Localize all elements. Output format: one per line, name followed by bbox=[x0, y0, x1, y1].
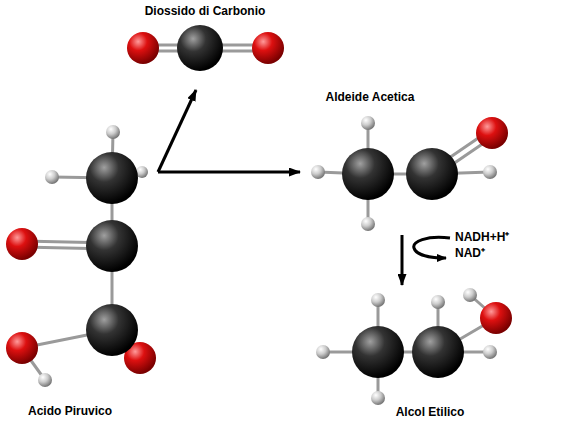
oxygen-atom bbox=[6, 332, 38, 364]
carbon-atom bbox=[86, 220, 138, 272]
oxygen-atom bbox=[480, 302, 512, 334]
carbon-atom bbox=[342, 148, 394, 200]
oxygen-atom bbox=[127, 32, 159, 64]
hydrogen-atom bbox=[106, 125, 120, 139]
hydrogen-atom bbox=[483, 345, 497, 359]
hydrogen-atom bbox=[431, 295, 445, 309]
hydrogen-atom bbox=[45, 170, 59, 184]
reaction-arrow bbox=[158, 90, 196, 172]
hydrogen-atom bbox=[371, 391, 385, 405]
carbon-atom bbox=[86, 152, 138, 204]
molecule-name: Diossido di Carbonio bbox=[145, 5, 266, 18]
bonds bbox=[22, 45, 496, 398]
hydrogen-atom bbox=[361, 217, 375, 231]
carbon-atom bbox=[412, 326, 464, 378]
carbon-atom bbox=[86, 304, 138, 356]
carbon-atom bbox=[406, 148, 458, 200]
hydrogen-atom bbox=[311, 165, 325, 179]
molecule-name: Aldeide Acetica bbox=[326, 91, 415, 104]
cofactor-label: NAD⁺ bbox=[455, 247, 485, 260]
molecule-name: Alcol Etilico bbox=[396, 406, 465, 419]
oxygen-atom bbox=[252, 32, 284, 64]
carbon-atom bbox=[177, 25, 223, 71]
reaction-arrow bbox=[158, 171, 300, 174]
cofactor-label: NADH+H⁺ bbox=[455, 231, 509, 244]
reaction-arrow bbox=[401, 235, 404, 285]
hydrogen-atom bbox=[371, 293, 385, 307]
hydrogen-atom bbox=[316, 345, 330, 359]
hydrogen-atom bbox=[463, 288, 477, 302]
oxygen-atom bbox=[6, 228, 38, 260]
carbon-atom bbox=[352, 326, 404, 378]
molecule-node: Acido Piruvico bbox=[5, 120, 158, 420]
molecule-name: Acido Piruvico bbox=[28, 405, 112, 418]
hydrogen-atom bbox=[361, 116, 375, 130]
molecule-node: Alcol Etilico bbox=[300, 285, 520, 423]
molecule-node: Diossido di Carbonio bbox=[122, 2, 290, 90]
oxygen-atom bbox=[476, 117, 508, 149]
hydrogen-atom bbox=[38, 373, 52, 387]
hydrogen-atom bbox=[483, 165, 497, 179]
atoms bbox=[6, 25, 512, 405]
molecule-node: Aldeide Acetica bbox=[300, 88, 512, 235]
cofactor-arrow bbox=[414, 237, 450, 258]
